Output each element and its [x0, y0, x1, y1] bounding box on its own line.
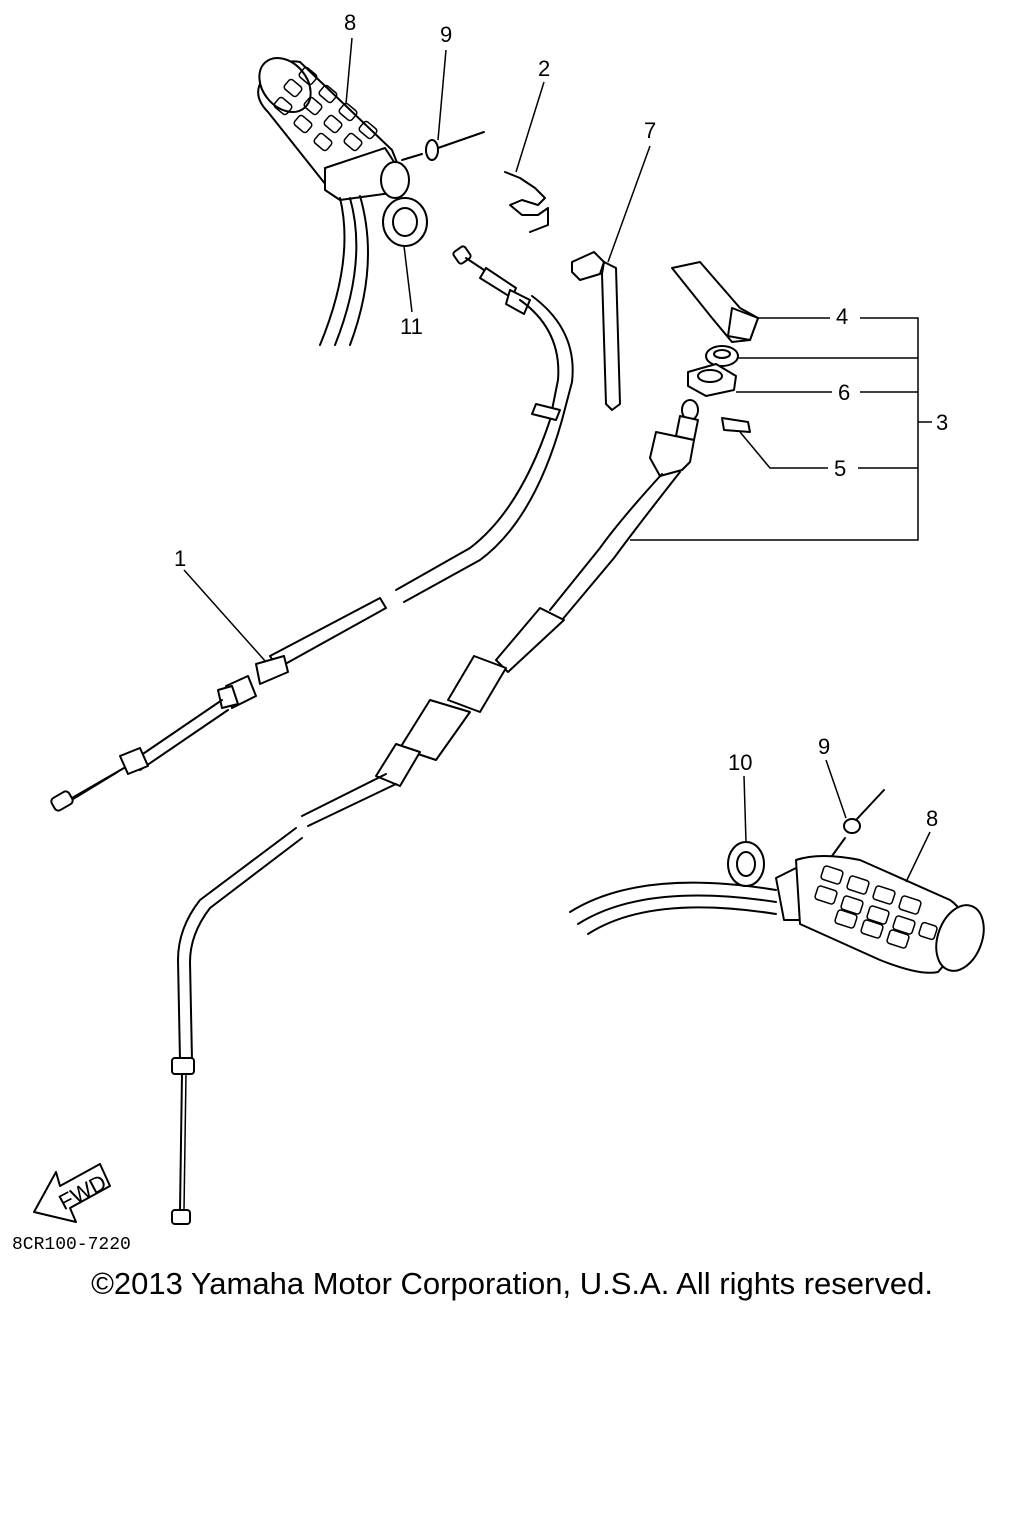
callout-7: 7	[644, 118, 656, 143]
collar-left	[382, 197, 428, 247]
diagram-code: 8CR100-7220	[12, 1235, 131, 1255]
callout-8-left: 8	[344, 10, 356, 35]
callout-3: 3	[936, 410, 948, 435]
throttle-lever	[671, 261, 759, 343]
callout-5: 5	[834, 456, 846, 481]
left-grip	[257, 57, 410, 346]
callout-10: 10	[728, 750, 752, 775]
throttle-pin	[721, 417, 751, 433]
callout-8-right: 8	[926, 806, 938, 831]
cable-tie	[571, 251, 621, 411]
collar-right	[727, 841, 765, 887]
pin-right	[831, 789, 885, 857]
throttle-washer	[705, 345, 739, 367]
callout-9-right: 9	[818, 734, 830, 759]
callout-9-left: 9	[440, 22, 452, 47]
throttle-nut	[687, 363, 737, 397]
callout-11: 11	[400, 314, 423, 339]
cable-upper	[50, 245, 574, 812]
pin-left	[401, 131, 485, 161]
callout-1: 1	[174, 546, 186, 571]
copyright-notice: ©2013 Yamaha Motor Corporation, U.S.A. A…	[91, 1266, 933, 1301]
callouts: 8 9 2 7 11 4 6 3 5 1 10 9 8	[174, 10, 948, 831]
leader-lines	[183, 37, 932, 883]
forward-arrow: FWD	[33, 1163, 111, 1223]
cable-lower	[171, 399, 699, 1225]
spring-clip	[504, 171, 549, 233]
callout-6: 6	[838, 380, 850, 405]
callout-4: 4	[836, 304, 848, 329]
callout-2: 2	[538, 56, 550, 81]
right-grip	[569, 855, 985, 974]
